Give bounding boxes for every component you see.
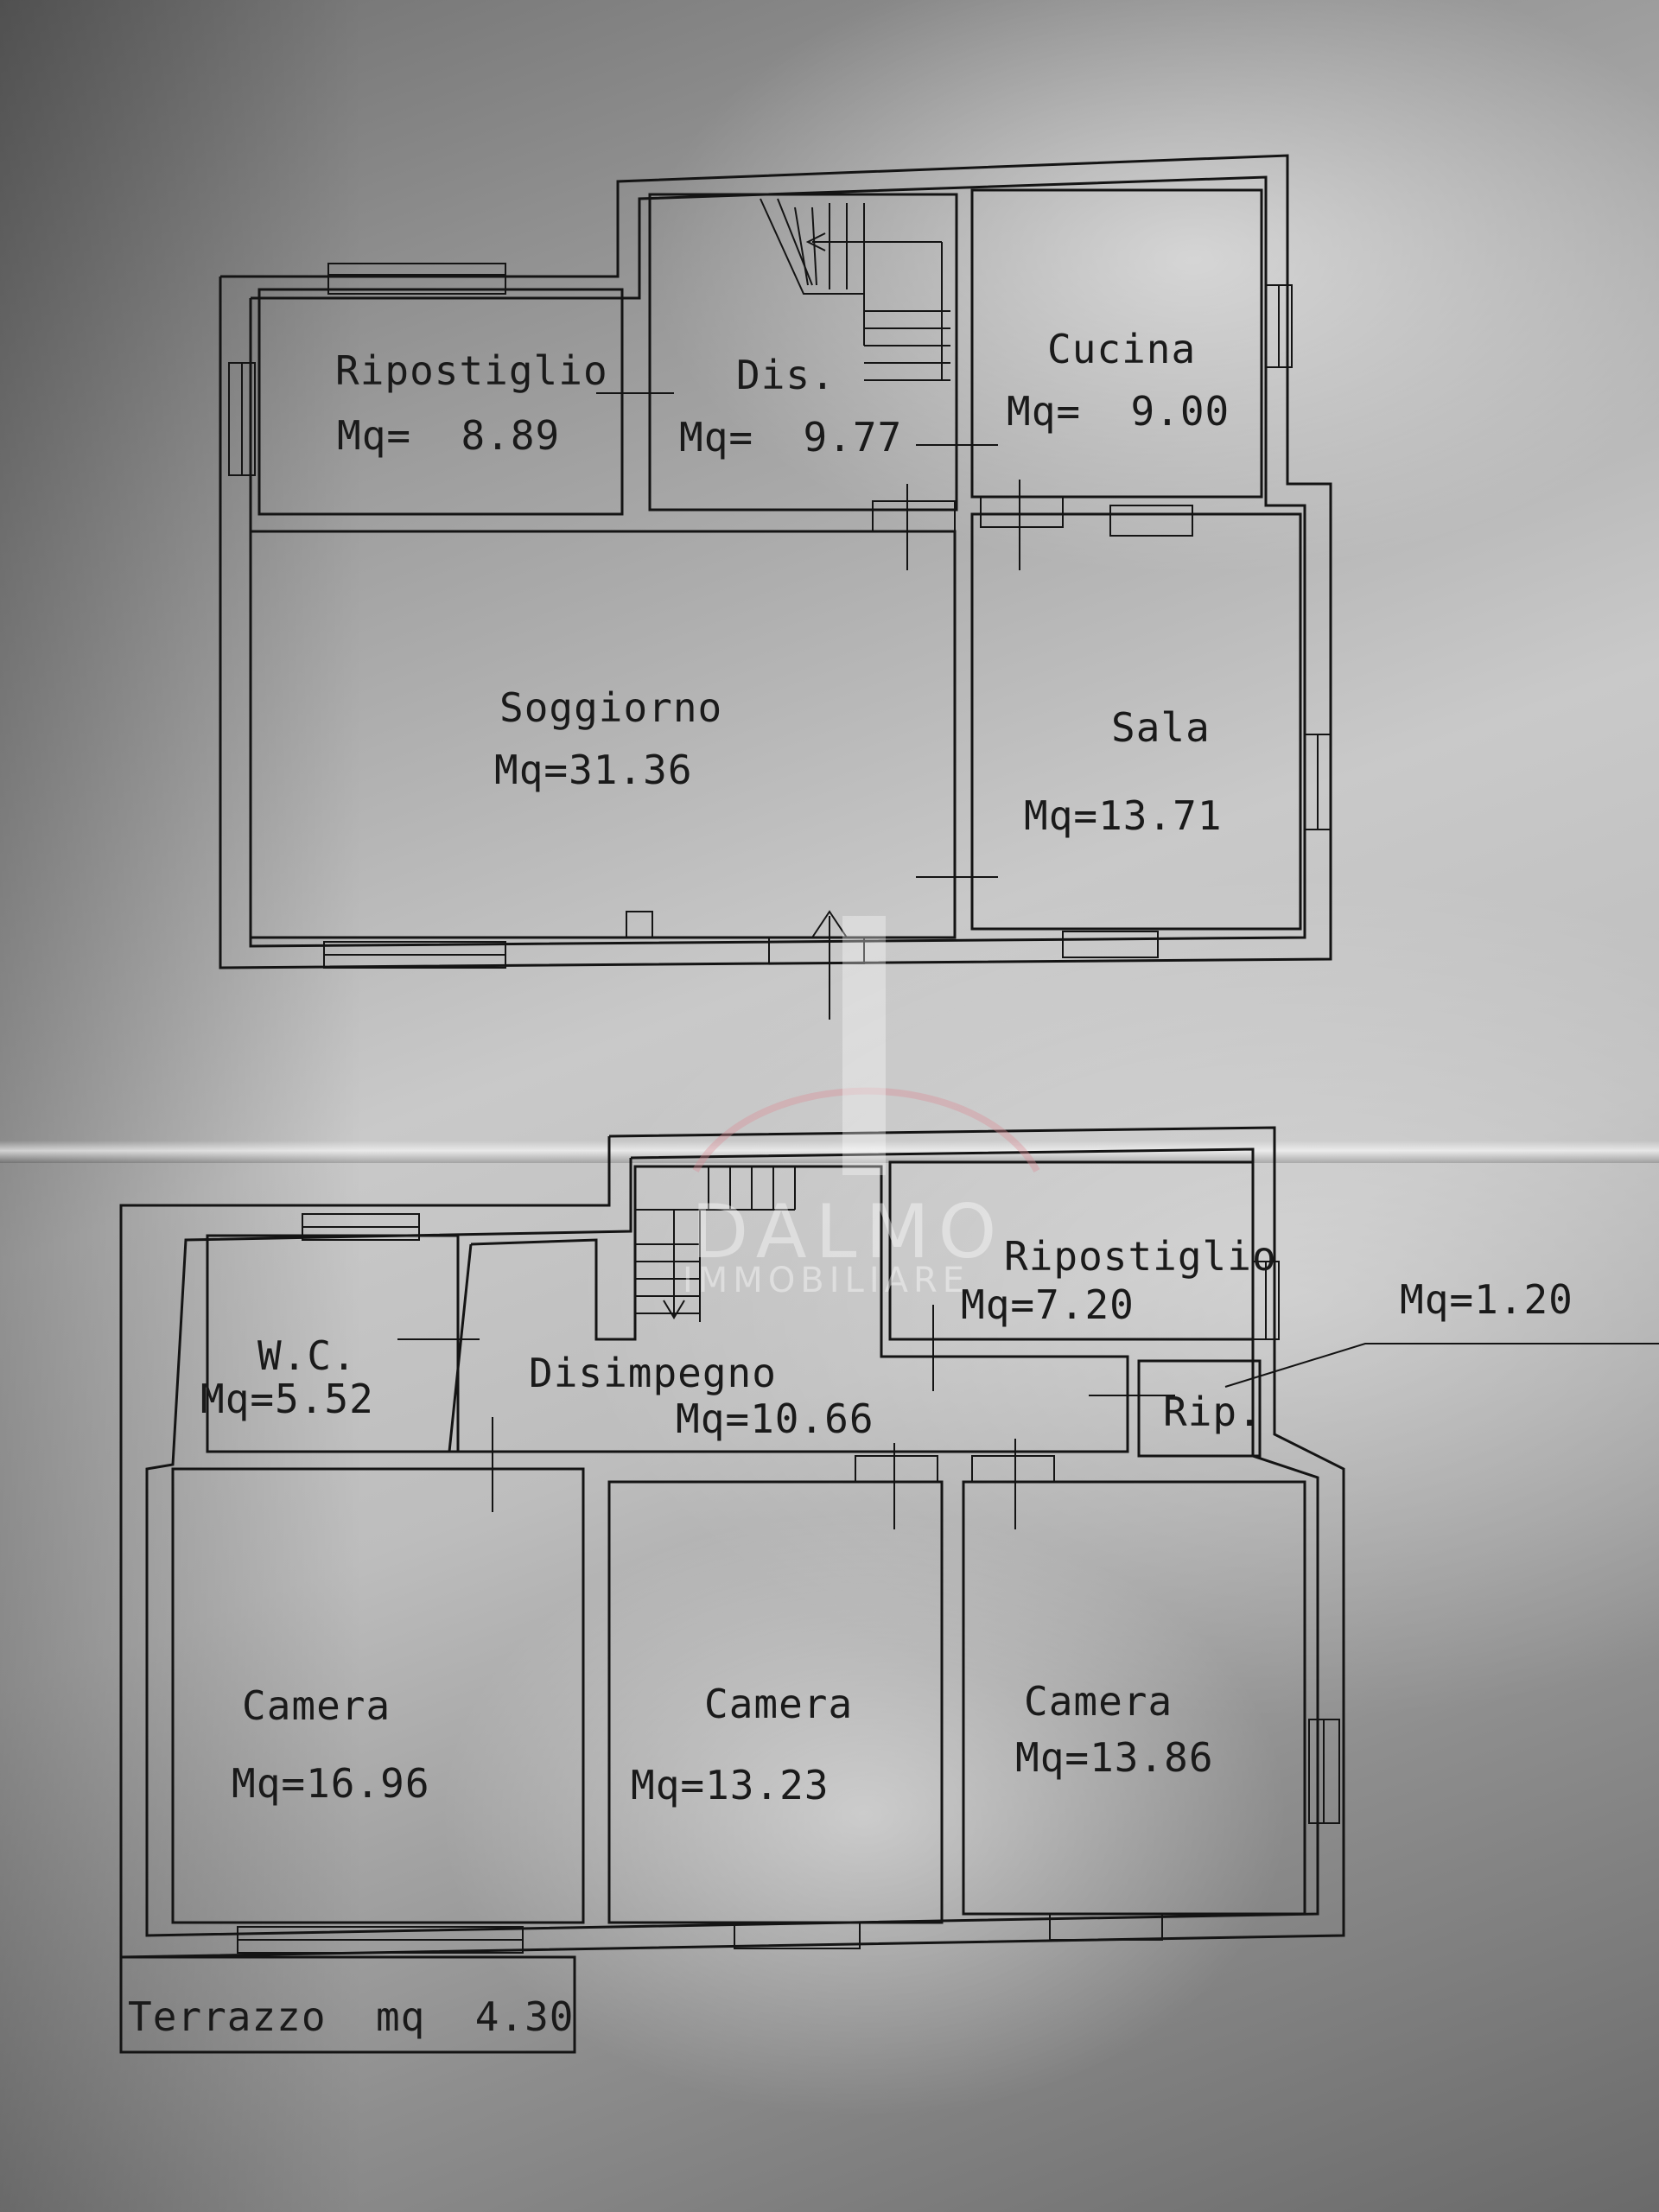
upper-room-labels: Ripostiglio Mq= 8.89 Dis. Mq= 9.77 Cucin… [335,326,1230,839]
room-area: Mq=13.23 [631,1762,830,1808]
room-name: Sala [1111,704,1211,751]
room-area: Mq= 9.00 [1007,388,1230,435]
room-area: Mq=31.36 [494,747,693,793]
watermark-brand: DALMO [691,1189,1005,1275]
room-area: Mq=10.66 [676,1395,874,1442]
room-area: Mq=13.71 [1024,792,1223,839]
room-area: Mq=13.86 [1015,1734,1214,1781]
watermark-logo: DALMO IMMOBILIARE [683,916,1040,1300]
room-name: Ripostiglio [1004,1233,1277,1280]
room-name: Ripostiglio [335,347,608,394]
upper-stairs [760,198,950,381]
room-name: W.C. [257,1332,357,1379]
terrace-label: Terrazzo mq 4.30 [128,1993,575,2040]
shadow [0,0,363,2212]
watermark-sub: IMMOBILIARE [683,1261,969,1300]
lower-floor-walls [119,1126,1659,2054]
room-name: Disimpegno [529,1350,777,1396]
room-name: Camera [1024,1678,1173,1725]
room-name: Camera [242,1682,391,1729]
room-area: Mq=1.20 [1400,1276,1573,1323]
room-area: Mq=7.20 [961,1281,1135,1328]
upper-floor-walls [219,154,1332,1020]
room-name: Soggiorno [499,684,722,731]
room-name: Rip. [1163,1389,1262,1435]
paper-fold [0,1141,1659,1163]
room-name: Cucina [1047,326,1196,372]
room-area: Mq=16.96 [232,1760,430,1807]
room-area: Mq= 9.77 [679,414,902,461]
lower-room-labels: W.C. Mq=5.52 Disimpegno Mq=10.66 Riposti… [128,1233,1573,2040]
room-name: Dis. [736,352,836,398]
room-area: Mq= 8.89 [337,412,560,459]
room-area: Mq=5.52 [200,1376,374,1422]
lower-stairs [635,1166,796,1322]
room-name: Camera [704,1681,853,1727]
